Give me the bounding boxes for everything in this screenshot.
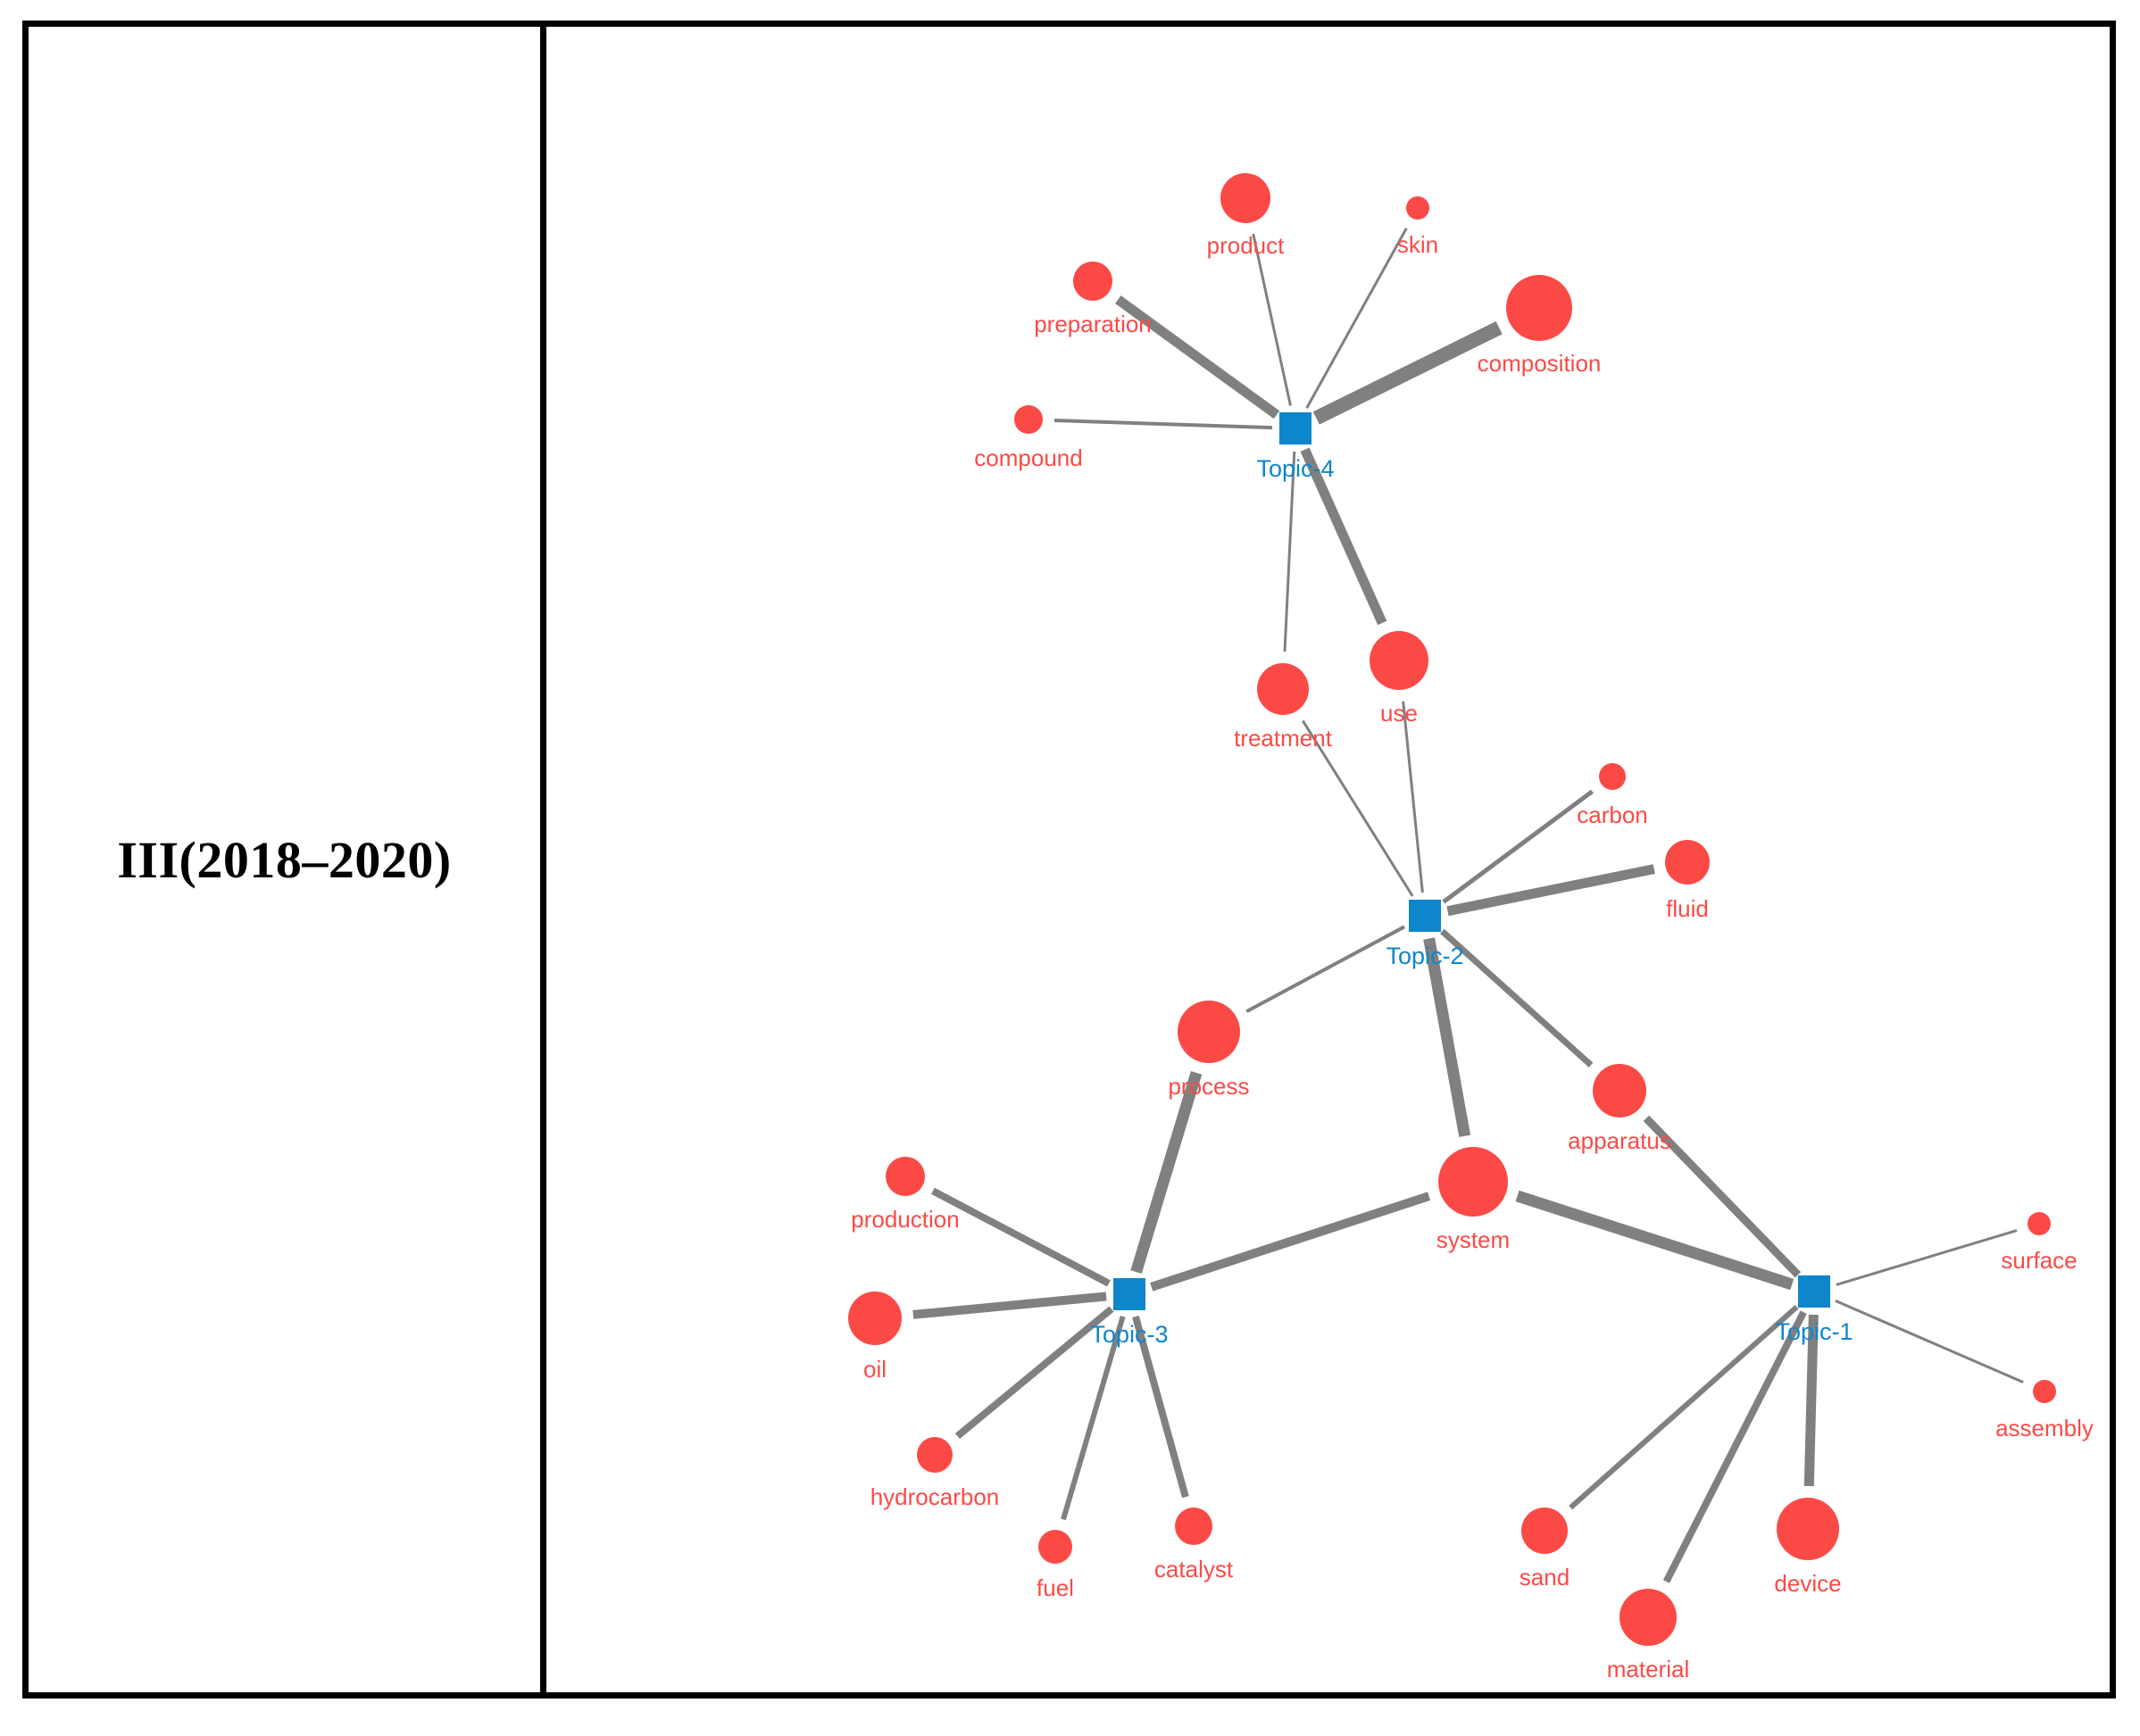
edge bbox=[1423, 937, 1471, 1137]
word-node-treatment[interactable] bbox=[1257, 663, 1309, 715]
period-label-cell: III(2018–2020) bbox=[29, 27, 540, 1692]
word-node-product[interactable] bbox=[1220, 173, 1270, 223]
word-node-process[interactable] bbox=[1178, 1001, 1240, 1063]
edge bbox=[1150, 1192, 1431, 1292]
edge bbox=[1302, 719, 1414, 897]
edge bbox=[1439, 928, 1594, 1067]
edge bbox=[1803, 1314, 1819, 1487]
edge bbox=[1115, 295, 1280, 419]
edge bbox=[1442, 789, 1595, 904]
word-node-composition[interactable] bbox=[1506, 275, 1572, 341]
edge bbox=[1130, 1071, 1203, 1274]
edge bbox=[954, 1306, 1114, 1440]
edge bbox=[1312, 320, 1503, 425]
edge bbox=[1402, 701, 1424, 893]
word-node-sand[interactable] bbox=[1521, 1508, 1568, 1554]
word-node-apparatus[interactable] bbox=[1593, 1064, 1646, 1117]
topic-node-topic-1[interactable] bbox=[1798, 1275, 1830, 1308]
period-label: III(2018–2020) bbox=[117, 830, 452, 889]
edges-layer bbox=[912, 228, 2024, 1583]
edge bbox=[1252, 233, 1292, 406]
word-node-compound[interactable] bbox=[1014, 405, 1043, 434]
edge bbox=[1836, 1229, 2018, 1286]
edge bbox=[1300, 447, 1387, 626]
edge bbox=[1061, 1316, 1126, 1521]
edge bbox=[1132, 1315, 1189, 1499]
edge bbox=[1835, 1299, 2024, 1384]
nodes-layer bbox=[848, 173, 2056, 1646]
topic-node-topic-3[interactable] bbox=[1113, 1278, 1145, 1310]
edge bbox=[1446, 864, 1655, 917]
edge bbox=[1245, 925, 1406, 1014]
word-node-preparation[interactable] bbox=[1073, 262, 1112, 301]
edge bbox=[1643, 1115, 1802, 1278]
word-node-device[interactable] bbox=[1777, 1498, 1839, 1560]
topic-node-topic-2[interactable] bbox=[1409, 900, 1441, 932]
column-divider bbox=[540, 27, 546, 1692]
edge bbox=[1053, 418, 1273, 430]
edge bbox=[1515, 1190, 1794, 1291]
word-node-use[interactable] bbox=[1370, 631, 1428, 690]
edge bbox=[931, 1187, 1111, 1287]
word-node-catalyst[interactable] bbox=[1175, 1508, 1212, 1545]
edge bbox=[912, 1292, 1107, 1319]
word-node-skin[interactable] bbox=[1406, 196, 1429, 220]
word-node-system[interactable] bbox=[1438, 1147, 1508, 1217]
word-node-carbon[interactable] bbox=[1599, 763, 1626, 790]
word-node-material[interactable] bbox=[1620, 1589, 1677, 1646]
edge bbox=[1662, 1310, 1807, 1583]
word-node-surface[interactable] bbox=[2028, 1212, 2051, 1235]
word-node-fuel[interactable] bbox=[1038, 1530, 1072, 1564]
edge bbox=[1305, 228, 1408, 409]
edge bbox=[1569, 1305, 1799, 1510]
edge bbox=[1283, 451, 1296, 652]
word-node-assembly[interactable] bbox=[2033, 1380, 2056, 1403]
topic-node-topic-4[interactable] bbox=[1279, 412, 1311, 444]
word-node-fluid[interactable] bbox=[1665, 840, 1710, 885]
word-node-oil[interactable] bbox=[848, 1292, 902, 1345]
word-node-production[interactable] bbox=[886, 1157, 925, 1196]
word-node-hydrocarbon[interactable] bbox=[917, 1437, 953, 1473]
network-svg bbox=[848, 173, 2056, 1646]
